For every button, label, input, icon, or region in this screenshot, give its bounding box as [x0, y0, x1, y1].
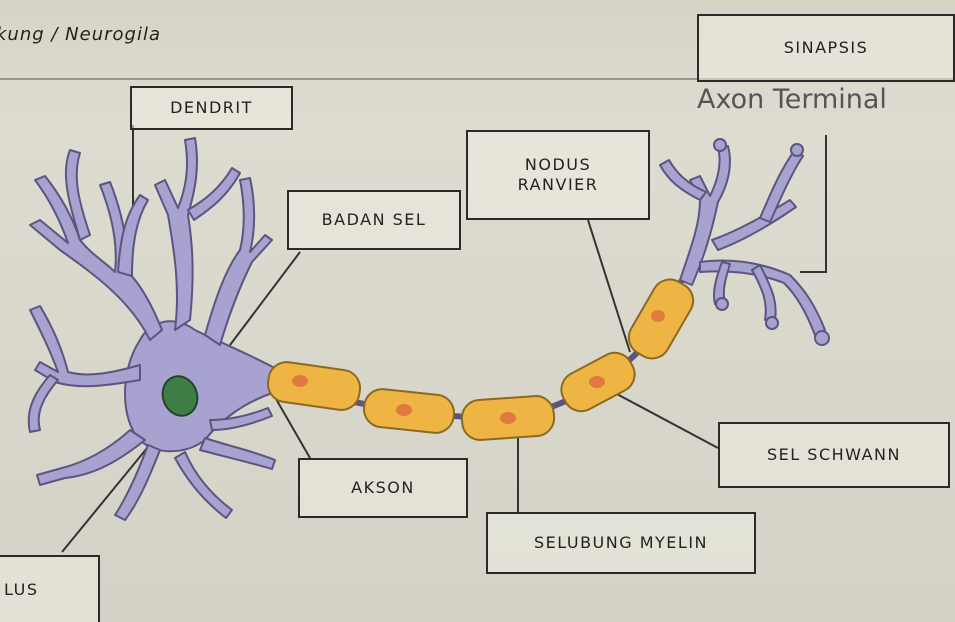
label-selubung-myelin-text: SELUBUNG MYELIN — [534, 533, 708, 553]
dendrites — [29, 138, 275, 520]
label-ranvier-text: RANVIER — [518, 175, 599, 195]
label-sinapsis-text: SINAPSIS — [784, 38, 868, 58]
label-sel-schwann-text: SEL SCHWANN — [767, 445, 901, 465]
label-akson-text: AKSON — [351, 478, 415, 498]
label-nukleus-text: LUS — [4, 580, 38, 600]
label-nukleus: LUS — [0, 555, 100, 622]
label-dendrit-text: DENDRIT — [170, 98, 253, 118]
cell-body — [125, 321, 275, 451]
label-selubung-myelin: SELUBUNG MYELIN — [486, 512, 756, 574]
leader-nodus — [588, 220, 630, 352]
label-nodus-text: NODUS — [525, 155, 591, 175]
label-sinapsis: SINAPSIS — [697, 14, 955, 82]
label-dendrit: DENDRIT — [130, 86, 293, 130]
label-badan-sel: BADAN SEL — [287, 190, 461, 250]
label-axon-terminal: Axon Terminal — [697, 84, 887, 115]
label-nodus-ranvier: NODUS RANVIER — [466, 130, 650, 220]
label-badan-sel-text: BADAN SEL — [322, 210, 427, 230]
leader-sinapsis — [800, 135, 826, 272]
label-sel-schwann: SEL SCHWANN — [718, 422, 950, 488]
label-akson: AKSON — [298, 458, 468, 518]
